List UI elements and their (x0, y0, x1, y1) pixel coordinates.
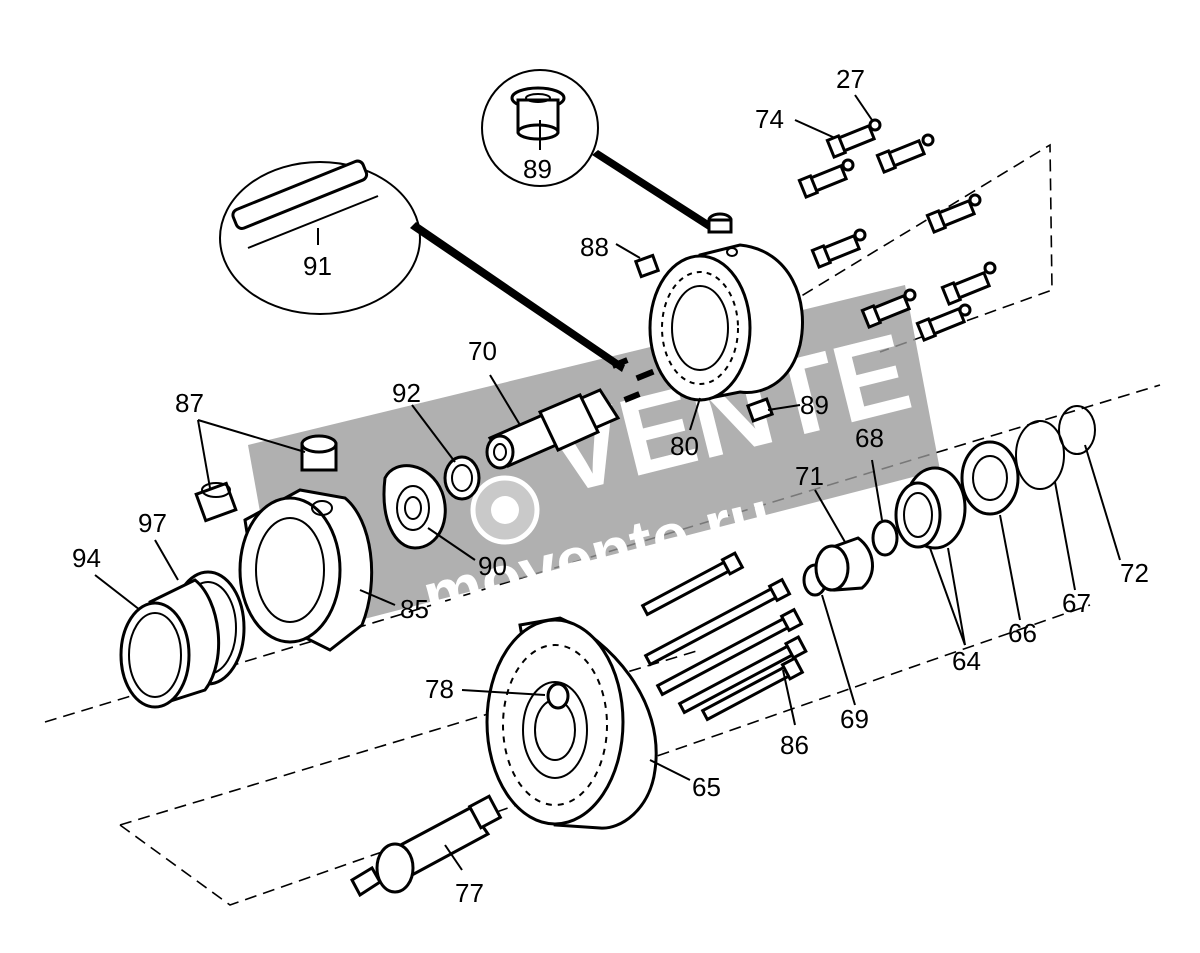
bushing-78 (546, 682, 570, 710)
circlip-72 (1058, 405, 1096, 455)
bolt-set-74 (797, 118, 997, 343)
label-77: 77 (455, 878, 484, 908)
label-69: 69 (840, 704, 869, 734)
circlip-67 (1015, 420, 1065, 490)
flange-90 (382, 464, 447, 550)
label-90: 90 (478, 551, 507, 581)
ring-68 (871, 519, 899, 557)
plug-88 (633, 253, 661, 279)
bushing-71 (814, 536, 875, 592)
shaft-77 (350, 794, 503, 898)
flange-65 (485, 616, 658, 830)
plug-89-side (745, 397, 775, 423)
housing-85 (238, 488, 374, 652)
label-68: 68 (855, 423, 884, 453)
label-64: 64 (952, 646, 981, 676)
label-91: 91 (303, 251, 332, 281)
bolt-set-86 (640, 551, 808, 722)
label-89-detail: 89 (523, 154, 552, 184)
plug-89-top (707, 212, 733, 234)
housing-80 (648, 243, 804, 402)
label-67: 67 (1062, 588, 1091, 618)
label-87: 87 (175, 388, 204, 418)
part-labels: 27 74 89 91 88 70 92 87 80 89 68 71 97 9… (72, 64, 1149, 908)
cover-94 (119, 578, 221, 709)
label-78: 78 (425, 674, 454, 704)
label-85: 85 (400, 594, 429, 624)
label-80: 80 (670, 431, 699, 461)
detail-callout-91 (219, 159, 655, 403)
detail-callout-89 (481, 69, 715, 231)
leader-lines (94, 94, 1121, 871)
ring-92 (443, 455, 481, 501)
label-70: 70 (468, 336, 497, 366)
label-97: 97 (138, 508, 167, 538)
bearing-64 (894, 466, 967, 550)
label-74: 74 (755, 104, 784, 134)
label-89-side: 89 (800, 390, 829, 420)
shaft-70 (485, 388, 621, 470)
label-27: 27 (836, 64, 865, 94)
plugs-87 (194, 434, 338, 523)
label-94: 94 (72, 543, 101, 573)
label-66: 66 (1008, 618, 1037, 648)
label-92: 92 (392, 378, 421, 408)
bearing-66 (960, 440, 1020, 516)
label-72: 72 (1120, 558, 1149, 588)
label-86: 86 (780, 730, 809, 760)
label-65: 65 (692, 772, 721, 802)
label-71: 71 (795, 461, 824, 491)
label-88: 88 (580, 232, 609, 262)
